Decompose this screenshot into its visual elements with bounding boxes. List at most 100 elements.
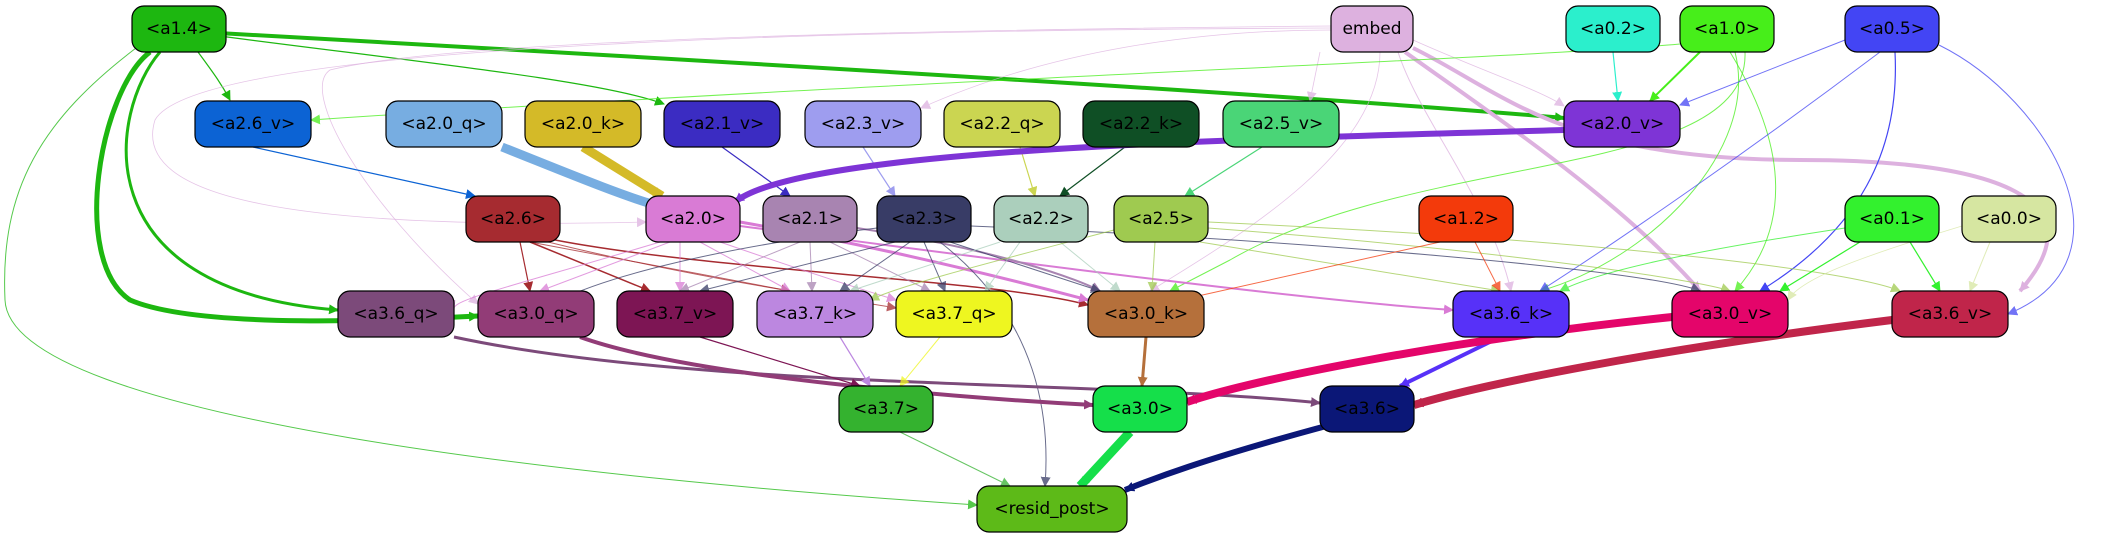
node-a3-6-k[interactable]: <a3.6_k> — [1452, 290, 1570, 338]
edge-from-a2-6 — [544, 237, 1089, 308]
node-a3-0[interactable]: <a3.0> — [1092, 385, 1188, 433]
node-label: <a0.1> — [1859, 209, 1925, 229]
edge-from-a2-2 — [849, 241, 1001, 293]
node-a3-6-v[interactable]: <a3.6_v> — [1891, 290, 2009, 338]
node-a3-0-v[interactable]: <a3.0_v> — [1671, 290, 1789, 338]
edge-from-a2-1 — [829, 241, 931, 292]
edge-from-a1-4 — [124, 51, 339, 315]
node-a1-0[interactable]: <a1.0> — [1679, 5, 1775, 53]
edge-from-a1-4 — [211, 34, 665, 106]
node-a2-0-v[interactable]: <a2.0_v> — [1563, 100, 1681, 148]
node-a2-0[interactable]: <a2.0> — [645, 195, 741, 243]
node-a2-3-v[interactable]: <a2.3_v> — [804, 100, 922, 148]
edge-from-a3-0-q — [579, 335, 1094, 410]
node-a2-1-v[interactable]: <a2.1_v> — [663, 100, 781, 148]
edge-from-a1-0 — [1649, 51, 1701, 102]
node-a0-0[interactable]: <a0.0> — [1961, 195, 2057, 243]
edge-from-a2-2 — [1059, 241, 1121, 292]
node-a3-6-q[interactable]: <a3.6_q> — [337, 290, 455, 338]
edge-from-a2-0-k — [580, 143, 665, 200]
node-a0-5[interactable]: <a0.5> — [1844, 5, 1940, 53]
node-label: <a2.2_k> — [1099, 114, 1183, 134]
node-label: <a3.7_q> — [911, 304, 996, 324]
node-resid-post[interactable]: <resid_post> — [976, 485, 1128, 533]
node-label: <a0.2> — [1580, 19, 1646, 39]
node-a2-3[interactable]: <a2.3> — [876, 195, 972, 243]
edge-from-a2-5 — [1199, 241, 1501, 295]
edge-from-a3-7 — [899, 431, 1011, 487]
edge-from-a2-0-q — [500, 142, 657, 210]
node-label: <a3.6_q> — [353, 304, 438, 324]
node-label: <a3.7_v> — [633, 304, 718, 324]
edge-from-a3-6-v — [1412, 316, 1893, 409]
edge-from-embed — [1403, 50, 1702, 293]
edge-from-a1-4 — [94, 50, 479, 324]
edge-from-a3-6-k — [1399, 335, 1501, 388]
node-a3-7-k[interactable]: <a3.7_k> — [756, 290, 874, 338]
node-a2-5-v[interactable]: <a2.5_v> — [1222, 100, 1340, 148]
node-a2-0-k[interactable]: <a2.0_k> — [524, 100, 642, 148]
node-a2-2-k[interactable]: <a2.2_k> — [1082, 100, 1200, 148]
node-a3-7-v[interactable]: <a3.7_v> — [616, 290, 734, 338]
node-label: <a2.1_v> — [680, 114, 765, 134]
edge-from-a0-0 — [1968, 241, 1991, 292]
edge-from-a2-1 — [806, 241, 817, 292]
node-a2-6[interactable]: <a2.6> — [465, 195, 561, 243]
node-a2-2-q[interactable]: <a2.2_q> — [943, 100, 1061, 148]
node-a0-1[interactable]: <a0.1> — [1844, 195, 1940, 243]
node-a2-1[interactable]: <a2.1> — [762, 195, 858, 243]
node-label: <a2.2_q> — [959, 114, 1044, 134]
edge-from-a2-5 — [1207, 221, 1901, 293]
node-a2-2[interactable]: <a2.2> — [993, 195, 1089, 243]
node-label: <a3.7_k> — [773, 304, 857, 324]
node-label: <a3.6> — [1334, 399, 1400, 419]
node-embed[interactable]: embed — [1330, 5, 1414, 53]
edge-from-a1-2 — [1179, 241, 1441, 303]
node-label: <a1.2> — [1433, 209, 1499, 229]
edge-from-a1-4 — [4, 44, 978, 510]
edge-from-a2-0 — [446, 241, 661, 311]
node-a1-2[interactable]: <a1.2> — [1418, 195, 1514, 243]
node-label: <a3.7> — [853, 399, 919, 419]
node-label: <a2.3> — [891, 209, 957, 229]
edge-from-a2-0 — [739, 225, 1454, 315]
node-a2-0-q[interactable]: <a2.0_q> — [385, 100, 503, 148]
edge-from-a2-3 — [970, 225, 1701, 293]
edge-from-a3-0-k — [1137, 336, 1148, 387]
edge-from-a3-7-k — [839, 336, 871, 387]
node-label: <a2.6> — [480, 209, 546, 229]
edge-from-a0-1 — [1909, 241, 1941, 292]
edge-from-a2-5 — [1147, 241, 1158, 292]
node-a2-5[interactable]: <a2.5> — [1113, 195, 1209, 243]
node-a2-6-v[interactable]: <a2.6_v> — [194, 100, 312, 148]
edge-from-embed — [920, 29, 1332, 109]
edge-from-a3-7-v — [699, 336, 861, 389]
node-label: <a2.0_q> — [401, 114, 486, 134]
node-label: <a2.6_v> — [211, 114, 296, 134]
edge-from-a3-7-q — [899, 336, 941, 387]
edge-from-a2-6-v — [252, 146, 476, 199]
edge-from-a3-0-v — [1185, 313, 1673, 406]
edge-from-a0-5 — [1679, 39, 1846, 107]
node-label: <a3.0_q> — [493, 304, 578, 324]
node-label: <a3.6_v> — [1908, 304, 1993, 324]
edge-from-a1-4 — [199, 30, 1565, 123]
node-a3-0-q[interactable]: <a3.0_q> — [477, 290, 595, 338]
edge-from-a3-6 — [1123, 422, 1331, 493]
edge-from-embed — [1397, 51, 1514, 292]
edge-from-a2-6 — [519, 241, 534, 292]
node-a3-6[interactable]: <a3.6> — [1319, 385, 1415, 433]
node-a3-7-q[interactable]: <a3.7_q> — [895, 290, 1013, 338]
node-a1-4[interactable]: <a1.4> — [131, 5, 227, 53]
node-a3-7[interactable]: <a3.7> — [838, 385, 934, 433]
edge-from-a1-0 — [1539, 51, 1740, 294]
edge-from-a2-2 — [984, 241, 1021, 292]
node-label: <a2.3_v> — [821, 114, 906, 134]
edge-from-embed — [1412, 39, 1565, 107]
node-a3-0-k[interactable]: <a3.0_k> — [1087, 290, 1205, 338]
edge-from-a0-5 — [1759, 51, 1897, 292]
edge-from-a1-4 — [197, 51, 231, 101]
node-a0-2[interactable]: <a0.2> — [1565, 5, 1661, 53]
edge-from-a2-5 — [1207, 227, 1731, 293]
edge-from-a0-1 — [1779, 241, 1861, 292]
